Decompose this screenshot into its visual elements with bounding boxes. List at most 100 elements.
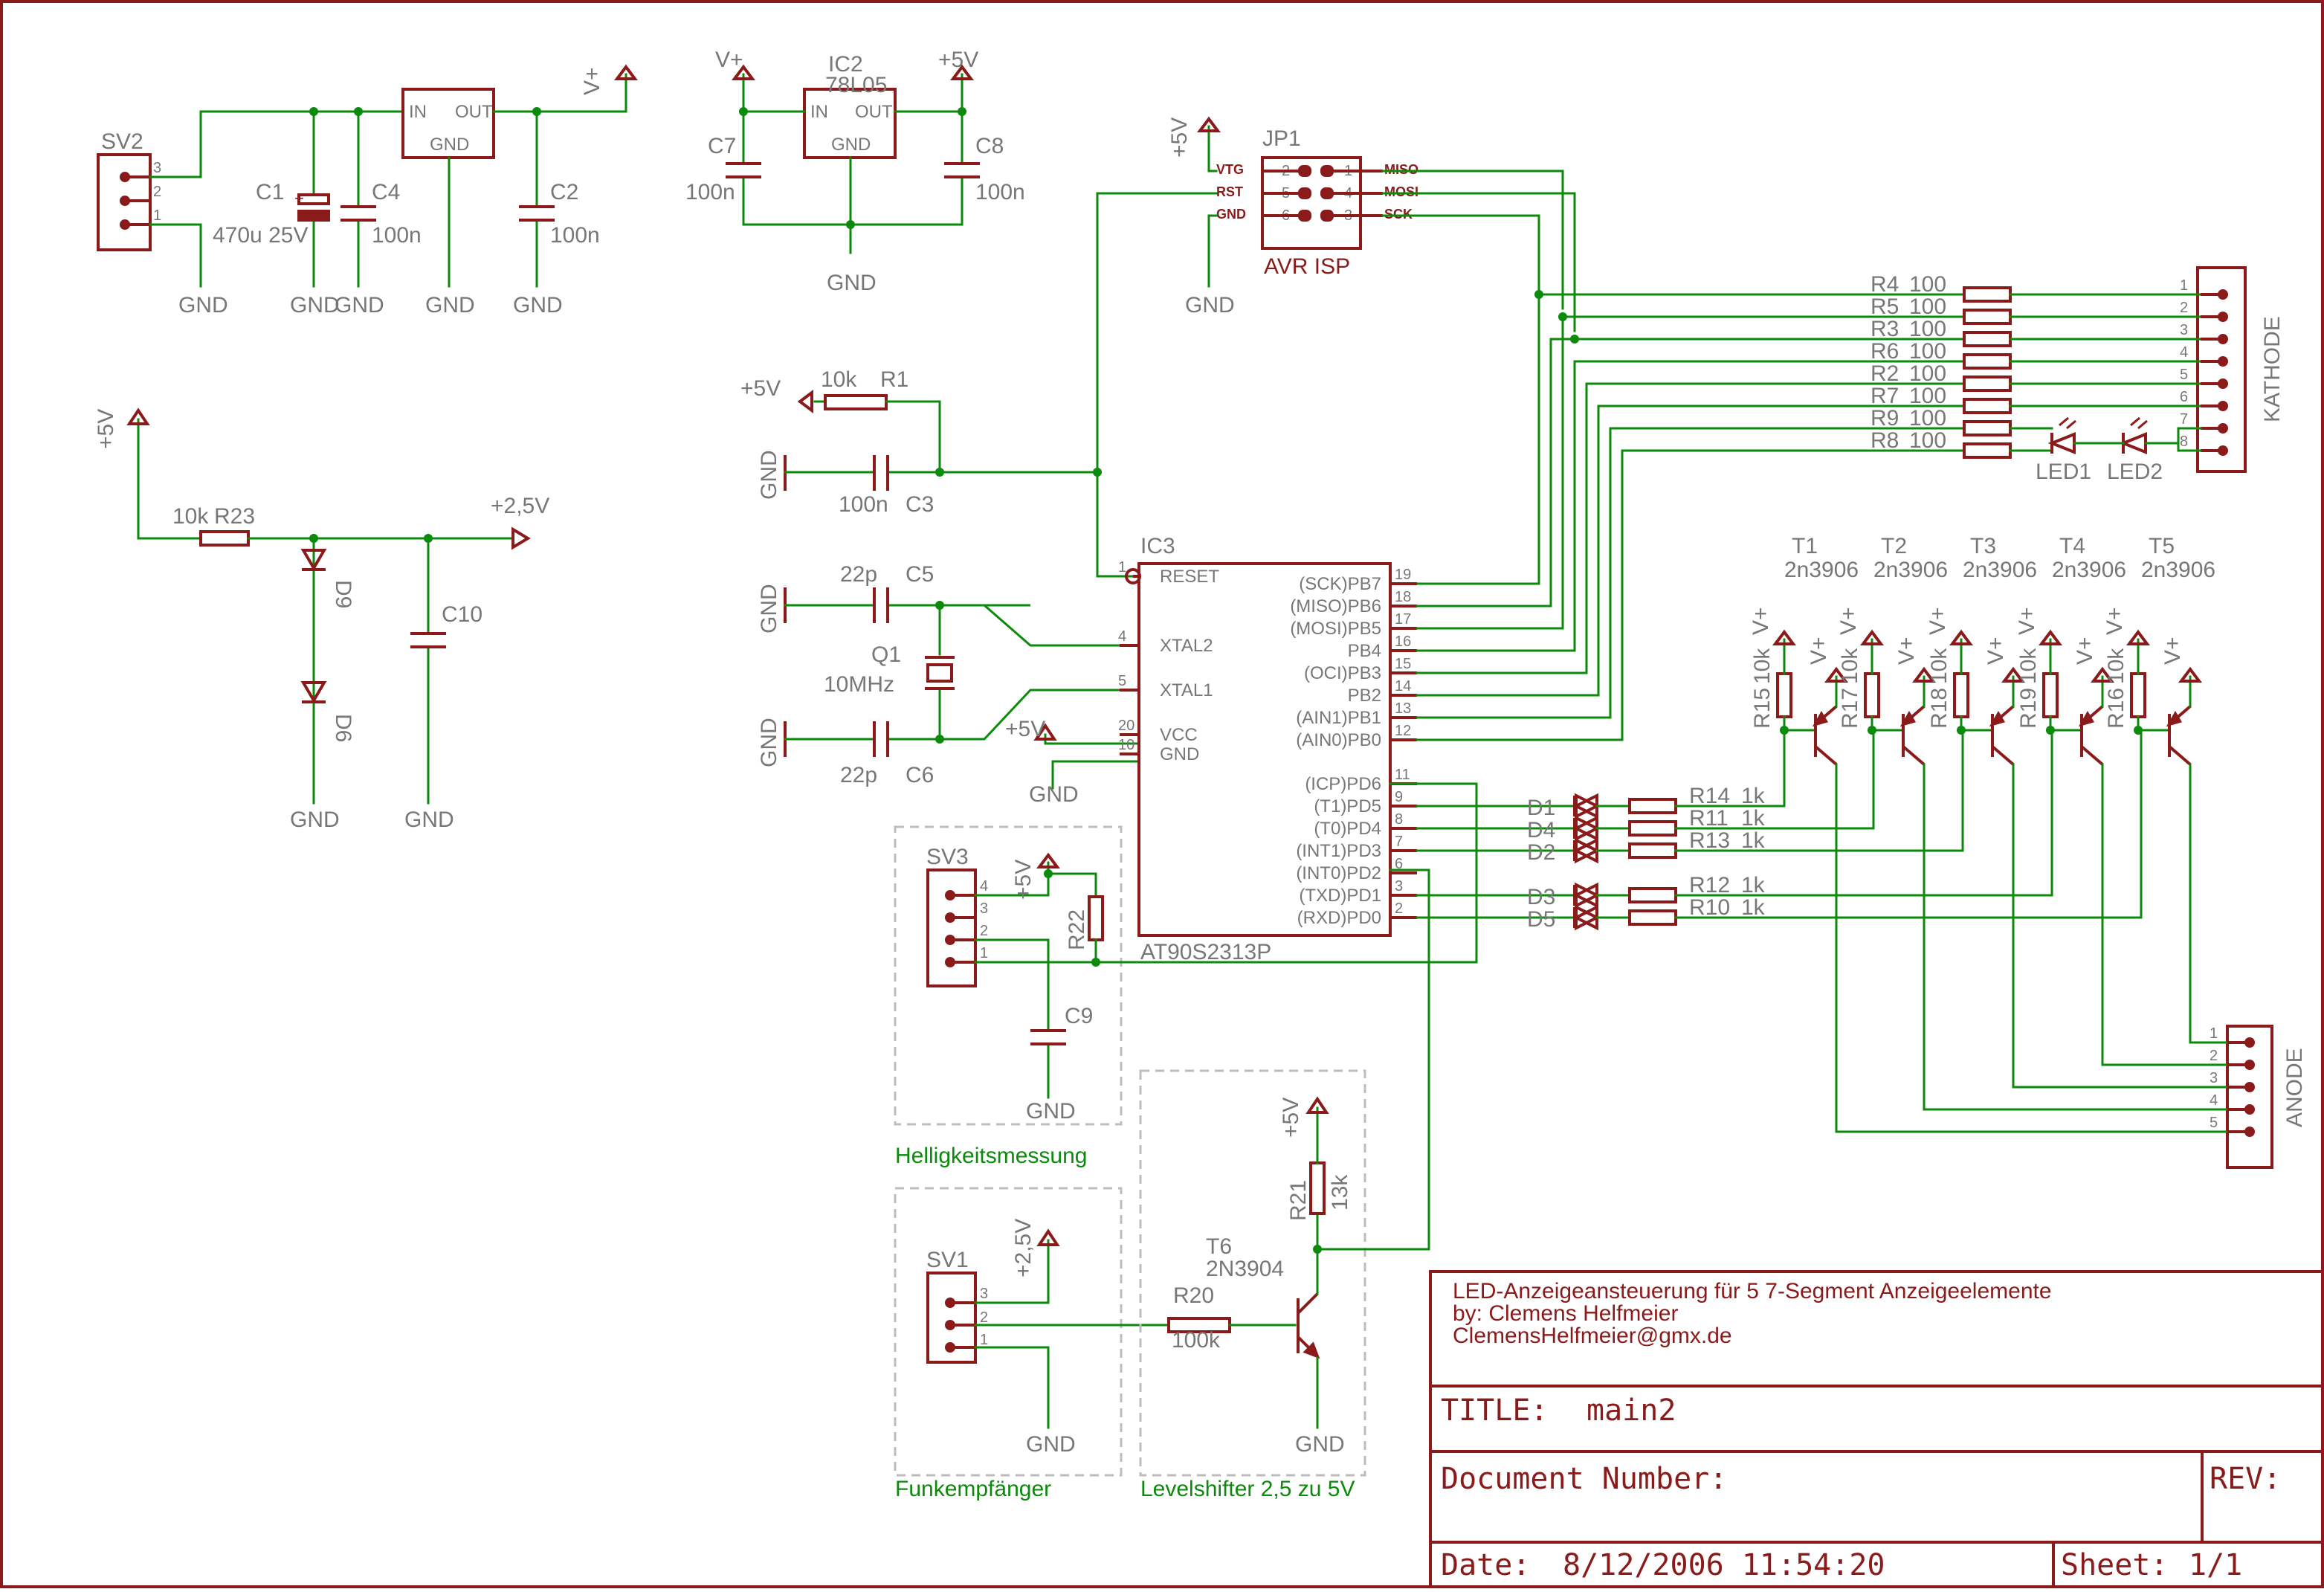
ic3-pin-number: 19 <box>1395 567 1411 583</box>
brightness-group-label: Helligkeitsmessung <box>895 1144 1087 1168</box>
plus5v-label: +5V <box>1005 717 1045 741</box>
ic3-pin-label: (T0)PD4 <box>1314 819 1381 839</box>
c3-value: 100n <box>839 492 888 517</box>
base-resistor-label: R15 <box>1750 688 1775 729</box>
anode-connector <box>2226 1025 2273 1169</box>
kathode-pin: 6 <box>2180 389 2188 405</box>
vplus-label: V+ <box>715 48 743 72</box>
r1-value: 10k <box>821 367 857 392</box>
reference-voltage-section: +5V 10k R23 +2,5V D9 D6 GND C10 GND <box>94 407 549 832</box>
base-resistor <box>1953 672 1969 718</box>
transistor-label: T3 <box>1970 534 1996 558</box>
kathode-resistor <box>1963 420 2012 436</box>
kathode-resistor-label: R5 <box>1871 294 1899 319</box>
ic3-pin-label: (RXD)PD0 <box>1297 908 1381 928</box>
kathode-resistor <box>1963 286 2012 303</box>
ic3-pin-number: 2 <box>1395 900 1403 917</box>
t6-value: 2N3904 <box>1206 1257 1284 1281</box>
base-resistor <box>1864 672 1880 718</box>
gnd-label: GND <box>1026 1432 1076 1457</box>
ic2-gnd-pin: GND <box>831 135 871 155</box>
levelshifter-group-frame <box>1139 1069 1366 1477</box>
driver-diode-label: D2 <box>1527 840 1555 865</box>
kathode-resistor <box>1963 442 2012 459</box>
kathode-resistor-value: 100 <box>1909 317 1946 341</box>
receiver-group-label: Funkempfänger <box>895 1477 1051 1501</box>
kathode-resistor <box>1963 309 2012 325</box>
ic2-section: IC2 78L05 IN OUT GND V+ +5V C7 100n C8 1… <box>685 48 1025 295</box>
ic3-right-pins: 19(SCK)PB718(MISO)PB617(MOSI)PB516PB415(… <box>1290 567 1417 928</box>
base-resistor-value: 10k <box>1838 648 1862 684</box>
ic3-pin-label: RESET <box>1160 567 1219 587</box>
anode-pin: 3 <box>2210 1070 2218 1086</box>
ic3-pin-label: VCC <box>1160 725 1198 745</box>
c3-label: C3 <box>906 492 934 517</box>
kathode-pin: 7 <box>2180 411 2188 428</box>
plus5v-label: +5V <box>740 376 781 401</box>
kathode-pin: 3 <box>2180 322 2188 338</box>
ic3-pin-number: 16 <box>1395 634 1411 650</box>
c4-label: C4 <box>372 180 400 204</box>
kathode-pin: 5 <box>2180 367 2188 383</box>
d9-label: D9 <box>331 580 355 608</box>
ic3-pin-label: (SCK)PB7 <box>1299 574 1381 594</box>
ic3-body <box>1137 562 1392 937</box>
jp1-gnd-label: GND <box>1216 207 1246 222</box>
jp1-rst-label: RST <box>1216 184 1243 199</box>
driver-diode-label: D4 <box>1527 818 1555 842</box>
r23-value: 10k <box>172 504 209 529</box>
r21-resistor <box>1309 1161 1326 1215</box>
transistor-value: 2n3906 <box>1873 558 1948 582</box>
ic3-pin-label: PB4 <box>1348 641 1381 661</box>
driver-resistor-label: R12 <box>1689 873 1730 897</box>
gnd-label: GND <box>404 808 454 832</box>
sv1-connector <box>926 1272 977 1364</box>
transistor-label: T1 <box>1792 534 1818 558</box>
ic3-pin-label: (ICP)PD6 <box>1305 774 1381 794</box>
vplus-label: V+ <box>1984 637 2008 665</box>
driver-resistor-value: 1k <box>1741 784 1766 808</box>
c1-polarity: + <box>294 189 304 207</box>
regulator-gnd-pin: GND <box>430 135 469 155</box>
vplus-label: V+ <box>2015 607 2039 635</box>
gnd-label: GND <box>513 293 563 318</box>
ic3-pin-label: XTAL2 <box>1160 636 1213 656</box>
base-resistor-value: 10k <box>2016 648 2041 684</box>
driver-resistor-value: 1k <box>1741 806 1766 831</box>
ic3-pin-number: 4 <box>1118 628 1126 645</box>
ic2-value: 78L05 <box>825 73 887 97</box>
sv1-pin: 1 <box>980 1332 988 1348</box>
kathode-resistor <box>1963 398 2012 414</box>
gnd-label: GND <box>178 293 228 318</box>
kathode-label: KATHODE <box>2260 316 2285 422</box>
c1-capacitor <box>297 193 330 205</box>
title-value: main2 <box>1587 1393 1676 1428</box>
driver-resistor-label: R10 <box>1689 895 1730 920</box>
sv1-label: SV1 <box>926 1248 969 1272</box>
vplus-label: V+ <box>2160 637 2185 665</box>
kathode-resistor-value: 100 <box>1909 384 1946 408</box>
driver-resistor-value: 1k <box>1741 873 1766 897</box>
ic3-pin-number: 3 <box>1395 878 1403 895</box>
ic3-pin-label: (INT0)PD2 <box>1296 863 1381 883</box>
c10-label: C10 <box>442 602 482 627</box>
kathode-pin: 4 <box>2180 344 2188 361</box>
ic3-pin-number: 6 <box>1395 856 1403 872</box>
transistor-value: 2n3906 <box>1784 558 1859 582</box>
ic3-pin-number: 10 <box>1118 737 1134 753</box>
ic3-pin-number: 5 <box>1118 673 1126 689</box>
driver-diode-label: D3 <box>1527 885 1555 909</box>
r20-label: R20 <box>1173 1283 1214 1308</box>
jp1-isp-header: JP1 AVR ISP VTG RST GND MISO MOSI SCK 2 … <box>1096 116 1576 585</box>
d6-label: D6 <box>331 714 355 742</box>
c9-label: C9 <box>1065 1004 1093 1028</box>
transistor-value: 2n3906 <box>2052 558 2126 582</box>
ic3-pin-number: 15 <box>1395 656 1411 672</box>
plus5v-label: +5V <box>1011 860 1036 900</box>
driver-resistor-label: R13 <box>1689 828 1730 853</box>
regulator-out-pin: OUT <box>455 102 493 122</box>
